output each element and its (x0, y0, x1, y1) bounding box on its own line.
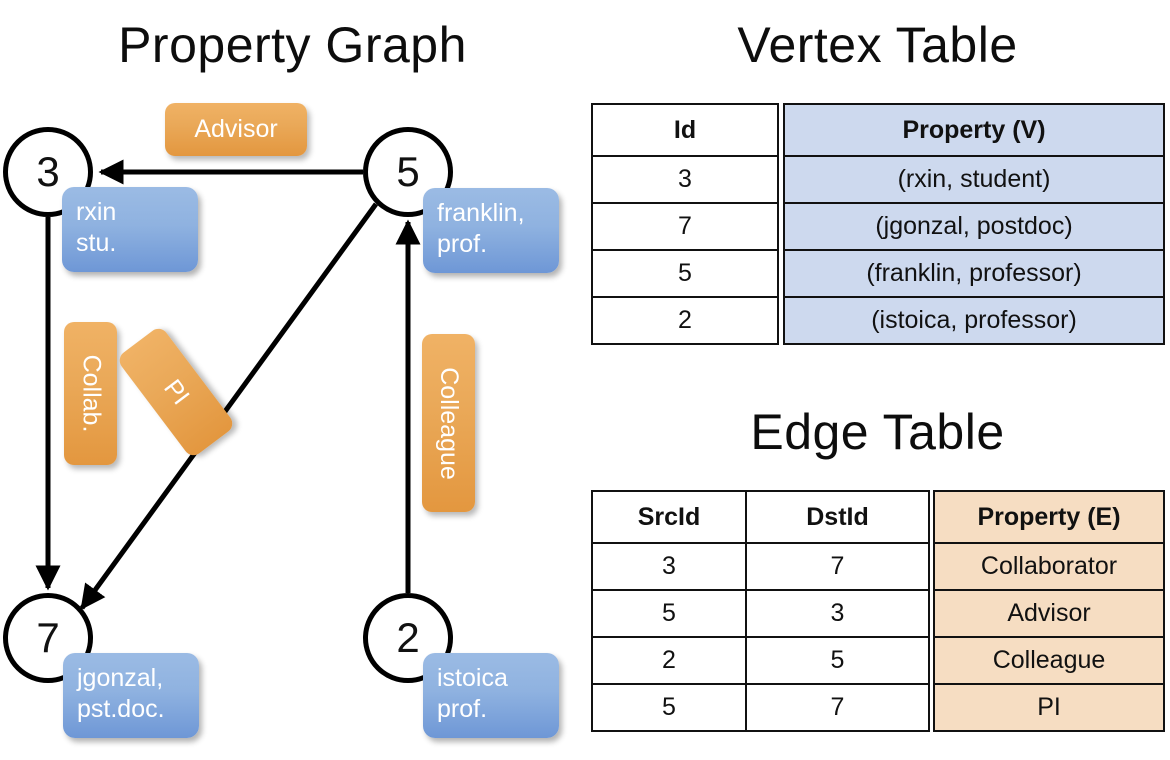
vertex-property-box-5-line2: prof. (437, 229, 488, 258)
table-row[interactable]: (istoica, professor) (783, 296, 1165, 345)
vertex-table-header-property: Property (V) (783, 103, 1165, 157)
table-row[interactable]: 5 (591, 249, 779, 298)
table-header-row: SrcId DstId (591, 490, 930, 544)
graph-node-3-label: 3 (36, 148, 60, 195)
graph-node-5[interactable]: 5 (363, 127, 453, 217)
vertex-property-box-3-line2: stu. (76, 228, 117, 257)
table-row[interactable]: (rxin, student) (783, 155, 1165, 204)
table-row[interactable]: 3 (591, 155, 779, 204)
edge-label-colleague[interactable]: Colleague (422, 334, 475, 512)
edge-table-property-column: Property (E) Collaborator Advisor Collea… (933, 490, 1165, 732)
table-row[interactable]: PI (933, 683, 1165, 732)
edge-src-cell: 3 (591, 542, 747, 591)
vertex-table-header-id: Id (591, 103, 779, 157)
edge-property-cell: Colleague (933, 636, 1165, 685)
vertex-property-box-2[interactable]: istoica prof. (423, 653, 559, 738)
graph-node-7-label: 7 (36, 614, 60, 661)
edge-label-pi-text: PI (158, 373, 195, 410)
edge-src-cell: 5 (591, 589, 747, 638)
edge-5-to-7 (79, 202, 379, 611)
page-title-property-graph: Property Graph (118, 17, 467, 73)
table-row[interactable]: 3 7 (591, 542, 930, 591)
vertex-id-cell: 2 (591, 296, 779, 345)
vertex-property-box-7[interactable]: jgonzal, pst.doc. (63, 653, 199, 738)
edge-property-cell: Collaborator (933, 542, 1165, 591)
edge-src-cell: 2 (591, 636, 747, 685)
edge-table-id-columns: SrcId DstId 3 7 5 3 2 5 5 7 (591, 490, 930, 732)
graph-node-2-label: 2 (396, 614, 420, 661)
edge-label-advisor-text: Advisor (194, 115, 278, 143)
vertex-table-id-column: Id 3 7 5 2 (591, 103, 779, 345)
graph-node-2[interactable]: 2 (363, 593, 453, 683)
table-row[interactable]: (jgonzal, postdoc) (783, 202, 1165, 251)
edge-dst-cell: 3 (745, 589, 930, 638)
page-title-edge-table: Edge Table (750, 404, 1005, 460)
table-row[interactable]: Colleague (933, 636, 1165, 685)
graph-node-5-label: 5 (396, 148, 420, 195)
vertex-property-box-5[interactable]: franklin, prof. (423, 188, 559, 273)
edge-property-cell: Advisor (933, 589, 1165, 638)
vertex-property-cell: (istoica, professor) (783, 296, 1165, 345)
vertex-id-cell: 7 (591, 202, 779, 251)
page-title-vertex-table: Vertex Table (737, 17, 1018, 73)
edge-label-colleague-text: Colleague (435, 366, 463, 480)
table-row[interactable]: (franklin, professor) (783, 249, 1165, 298)
edge-label-collab[interactable]: Collab. (64, 322, 117, 465)
table-row[interactable]: 2 5 (591, 636, 930, 685)
vertex-property-cell: (rxin, student) (783, 155, 1165, 204)
vertex-property-box-7-line1: jgonzal, (77, 664, 164, 692)
table-row[interactable]: 2 (591, 296, 779, 345)
edge-property-cell: PI (933, 683, 1165, 732)
property-graph-panel: Property Graph 3 5 7 2 rxin stu. frankli… (3, 17, 559, 738)
edge-table-header-srcid: SrcId (591, 490, 747, 544)
vertex-property-box-3[interactable]: rxin stu. (62, 187, 198, 272)
vertex-id-cell: 3 (591, 155, 779, 204)
vertex-property-box-2-line1: istoica (437, 664, 508, 692)
table-row[interactable]: 5 3 (591, 589, 930, 638)
edge-dst-cell: 7 (745, 683, 930, 732)
vertex-table-property-column: Property (V) (rxin, student) (jgonzal, p… (783, 103, 1165, 345)
table-row[interactable]: 5 7 (591, 683, 930, 732)
vertex-id-cell: 5 (591, 249, 779, 298)
table-header-row: Property (E) (933, 490, 1165, 544)
graph-edges (35, 159, 421, 611)
edge-dst-cell: 5 (745, 636, 930, 685)
edge-table-header-dstid: DstId (745, 490, 930, 544)
vertex-property-cell: (jgonzal, postdoc) (783, 202, 1165, 251)
table-row[interactable]: 7 (591, 202, 779, 251)
table-header-row: Id (591, 103, 779, 157)
edge-label-collab-text: Collab. (77, 354, 106, 433)
vertex-property-box-3-line1: rxin (76, 198, 117, 226)
edge-label-advisor[interactable]: Advisor (165, 103, 307, 156)
vertex-property-box-7-line2: pst.doc. (77, 694, 165, 723)
edge-table-header-property: Property (E) (933, 490, 1165, 544)
vertex-property-box-5-line1: franklin, (437, 199, 525, 227)
table-row[interactable]: Collaborator (933, 542, 1165, 591)
vertex-property-box-2-line2: prof. (437, 694, 488, 723)
table-header-row: Property (V) (783, 103, 1165, 157)
edge-dst-cell: 7 (745, 542, 930, 591)
edge-src-cell: 5 (591, 683, 747, 732)
table-row[interactable]: Advisor (933, 589, 1165, 638)
vertex-property-cell: (franklin, professor) (783, 249, 1165, 298)
